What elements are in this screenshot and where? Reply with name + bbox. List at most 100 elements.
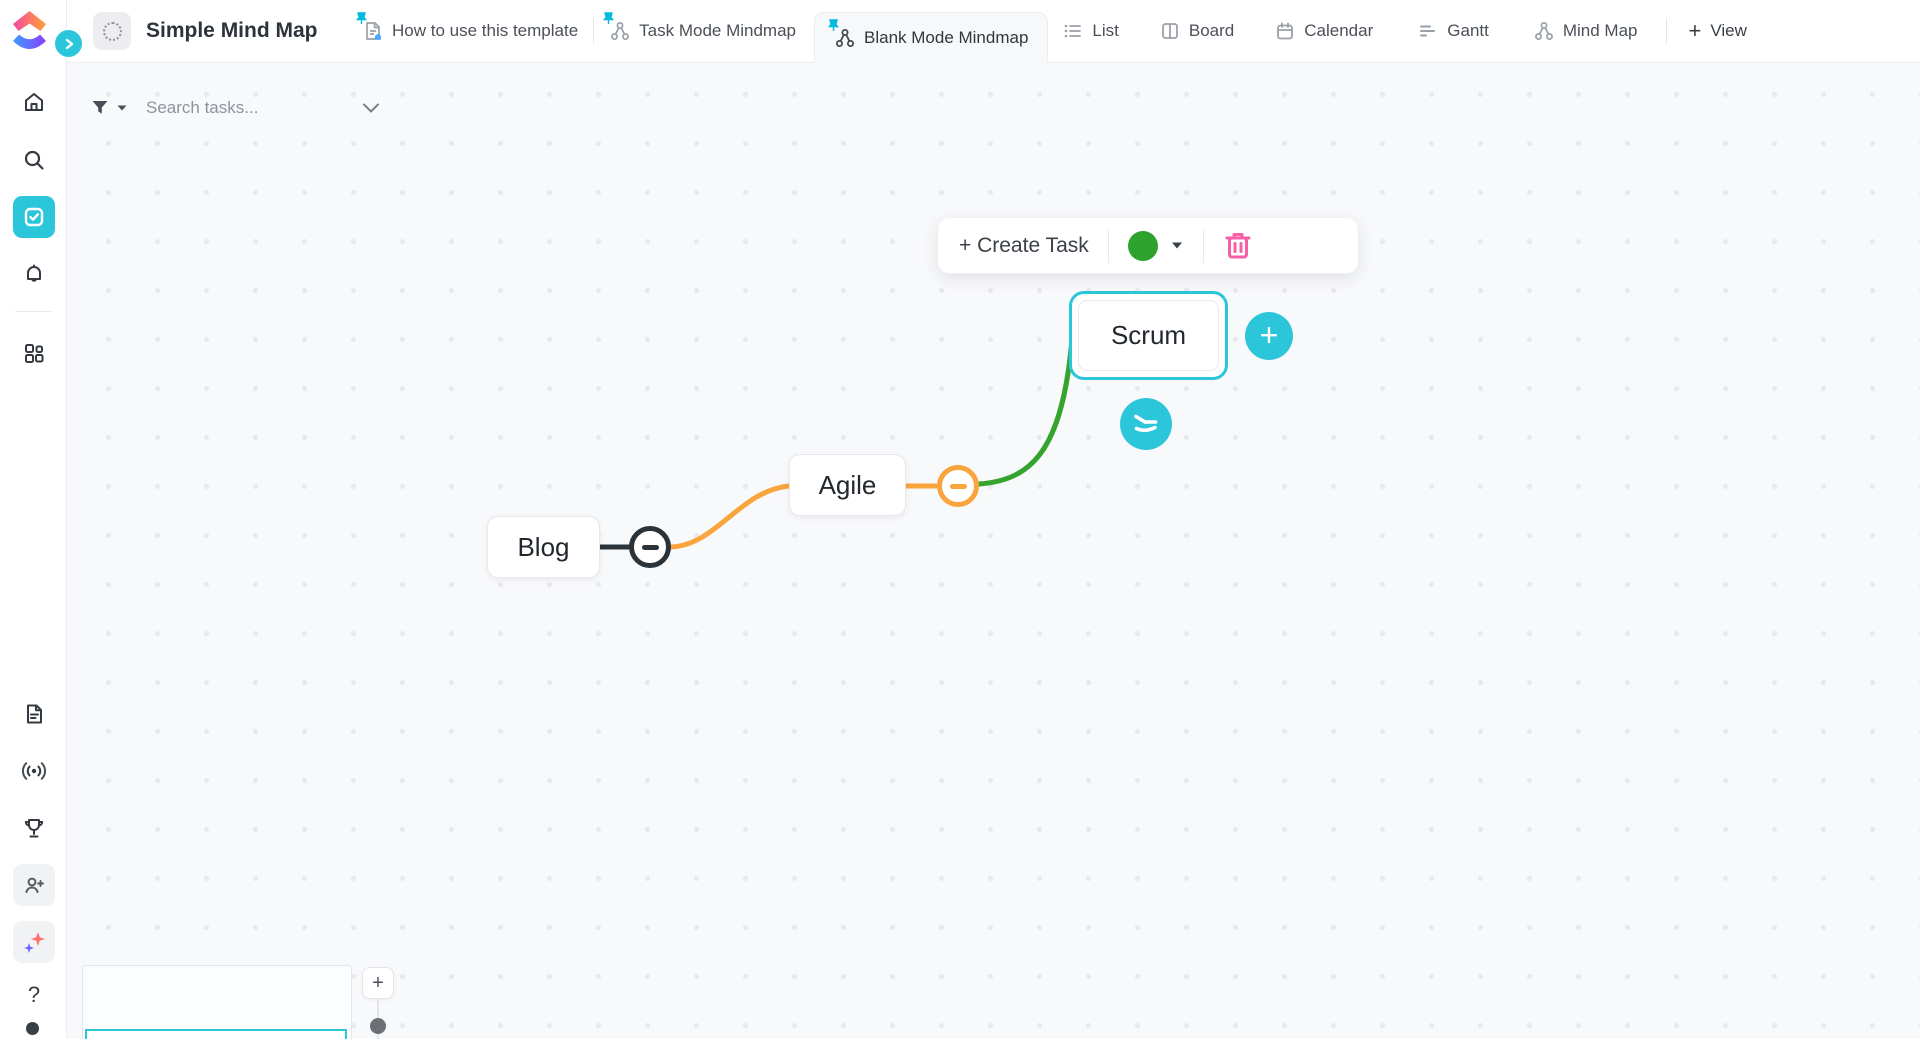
sidebar-item-tasks[interactable] (13, 196, 55, 238)
edge-blog-agile (668, 483, 792, 550)
add-view-button[interactable]: + View (1688, 18, 1747, 43)
plus-icon: + (1688, 18, 1702, 43)
collapse-button-blog[interactable] (629, 526, 671, 568)
sparkles-icon (24, 932, 45, 953)
edge-agile-scrum (976, 336, 1075, 487)
doc-home-icon (356, 12, 384, 42)
create-task-button[interactable]: + Create Task (959, 233, 1089, 257)
calendar-icon (1274, 20, 1296, 42)
grid-icon (25, 344, 44, 363)
tab-mind-map[interactable]: Mind Map (1531, 0, 1640, 63)
convert-to-task-button[interactable] (1120, 398, 1172, 450)
minus-icon (949, 483, 967, 489)
sidebar-item-docs[interactable] (13, 693, 55, 735)
clickup-logo[interactable] (11, 10, 48, 56)
tab-how-to-use-this-template[interactable]: How to use this template (356, 0, 580, 63)
tab-label: List (1092, 21, 1119, 40)
chevron-down-icon[interactable] (361, 102, 381, 114)
node-color-swatch[interactable] (1127, 230, 1158, 261)
tab-calendar[interactable]: Calendar (1272, 0, 1375, 63)
tab-blank-mode-mindmap[interactable]: Blank Mode Mindmap (814, 12, 1049, 63)
tab-gantt[interactable]: Gantt (1415, 0, 1491, 63)
sidebar-item-goals[interactable] (13, 807, 55, 849)
sidebar-divider (15, 311, 52, 312)
tab-label: Board (1188, 21, 1235, 40)
doc-icon (27, 704, 42, 724)
node-label: Blog (517, 531, 570, 562)
status-icon-box (93, 12, 131, 50)
tab-label: Mind Map (1562, 21, 1638, 40)
tab-label: How to use this template (392, 21, 579, 40)
task-toolbar: + Create Task (937, 217, 1359, 274)
mindmap-canvas[interactable]: Search tasks... + Create Task Blog Agile… (67, 63, 1920, 1039)
mindmap-node-blog[interactable]: Blog (487, 516, 600, 578)
sidebar-item-invite[interactable] (13, 864, 55, 906)
broadcast-icon (22, 762, 46, 780)
tab-label: Calendar (1304, 21, 1374, 40)
home-icon (25, 93, 43, 111)
bell-icon (27, 264, 41, 282)
chevron-right-icon (65, 38, 73, 49)
mindmap-icon (603, 12, 631, 42)
plus-icon: + (1259, 316, 1279, 353)
sidebar: ? (0, 0, 67, 1039)
loading-spinner-icon (102, 21, 122, 41)
add-child-node-button[interactable]: + (1245, 312, 1293, 360)
mindmap-icon (828, 19, 856, 49)
list-icon (1062, 20, 1084, 42)
sidebar-item-clips[interactable] (13, 750, 55, 792)
page-title: Simple Mind Map (146, 19, 318, 42)
gantt-icon (1417, 20, 1439, 42)
tab-list[interactable]: List (1060, 0, 1120, 63)
delete-node-button[interactable] (1223, 230, 1253, 262)
minimap-viewport[interactable] (85, 1029, 347, 1039)
sidebar-expand-button[interactable] (55, 30, 82, 57)
tab-label: Blank Mode Mindmap (864, 28, 1029, 47)
minimap[interactable] (82, 965, 352, 1039)
tab-divider (1665, 18, 1667, 44)
header: Simple Mind Map How to use this template (67, 0, 1920, 63)
node-label: Agile (818, 469, 877, 500)
tasks-check-icon (24, 207, 44, 227)
mindmap-edges (597, 336, 1075, 550)
board-icon (1159, 20, 1181, 42)
sidebar-item-apps[interactable] (13, 332, 55, 374)
filter-bar: Search tasks... (91, 91, 381, 125)
mindmap-icon (1533, 20, 1555, 42)
minus-icon (641, 544, 659, 550)
toolbar-divider (1107, 228, 1109, 263)
toolbar-divider (1202, 228, 1204, 263)
filter-caret-icon[interactable] (116, 104, 128, 112)
zoom-slider-handle[interactable] (370, 1018, 386, 1034)
search-icon (24, 150, 44, 170)
plus-icon: + (372, 971, 384, 994)
tab-board[interactable]: Board (1157, 0, 1236, 63)
clickup-swoosh-icon (1134, 414, 1158, 433)
avatar[interactable] (26, 1022, 39, 1035)
zoom-in-button[interactable]: + (362, 967, 394, 999)
search-tasks-input[interactable]: Search tasks... (146, 98, 259, 117)
pin-icon (828, 19, 839, 31)
mindmap-node-agile[interactable]: Agile (789, 454, 906, 516)
tab-task-mode-mindmap[interactable]: Task Mode Mindmap (603, 0, 798, 63)
sidebar-item-help[interactable]: ? (13, 974, 55, 1016)
sidebar-item-notifications[interactable] (13, 253, 55, 295)
node-label: Scrum (1110, 320, 1187, 350)
tab-label: Task Mode Mindmap (639, 21, 796, 40)
sidebar-item-search[interactable] (13, 139, 55, 181)
tab-label: Gantt (1447, 21, 1489, 40)
pin-icon (356, 12, 367, 24)
selection-ring: Scrum (1069, 291, 1228, 380)
collapse-button-agile[interactable] (937, 465, 979, 507)
mindmap-node-scrum[interactable]: Scrum (1078, 300, 1219, 371)
sidebar-item-ai[interactable] (13, 921, 55, 963)
tab-divider (593, 18, 595, 44)
person-add-icon (25, 877, 44, 893)
trophy-icon (24, 819, 44, 838)
question-icon: ? (27, 982, 41, 1007)
sidebar-item-home[interactable] (13, 81, 55, 123)
pin-icon (603, 12, 615, 24)
trash-icon (1225, 232, 1251, 258)
filter-funnel-icon[interactable] (91, 99, 109, 117)
color-caret-icon[interactable] (1170, 241, 1184, 250)
